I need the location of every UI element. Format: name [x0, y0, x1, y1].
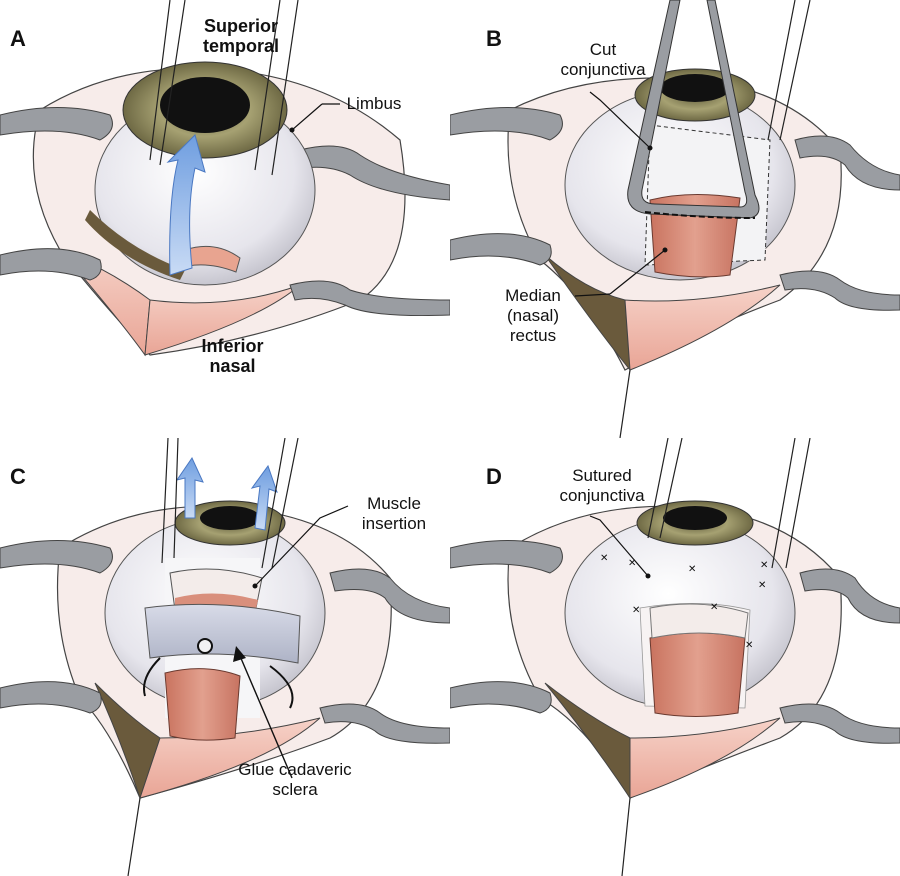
- panel-d-illustration: ✕ ✕ ✕ ✕ ✕ ✕ ✕ ✕: [450, 438, 900, 876]
- svg-text:✕: ✕: [760, 560, 768, 571]
- rotation-arrow: [166, 134, 206, 276]
- suture-knots: ✕ ✕ ✕ ✕ ✕ ✕ ✕ ✕: [600, 553, 768, 651]
- svg-text:✕: ✕: [628, 558, 636, 569]
- label-median-nasal-rectus: Median (nasal) rectus: [505, 286, 561, 345]
- svg-text:✕: ✕: [688, 564, 696, 575]
- svg-text:✕: ✕: [758, 580, 766, 591]
- panel-letter: C: [10, 464, 26, 489]
- pull-arrow-left: [175, 456, 204, 519]
- retractor-right-lower: [289, 280, 450, 317]
- panel-a: A Superior temporal Limbus Inferior nasa…: [0, 0, 450, 438]
- pull-arrow-right: [250, 464, 278, 531]
- forceps: [627, 0, 760, 219]
- label-cut-conjunctiva: Cut conjunctiva: [560, 40, 646, 79]
- svg-text:✕: ✕: [632, 605, 640, 616]
- label-muscle-insertion: Muscle insertion: [361, 494, 427, 533]
- svg-text:✕: ✕: [710, 602, 718, 613]
- panel-c: C Muscle insertion Glue cadaveric sclera: [0, 438, 450, 876]
- svg-text:✕: ✕: [745, 640, 753, 651]
- label-limbus: Limbus: [346, 94, 402, 113]
- panel-letter: B: [486, 26, 502, 51]
- panel-letter: A: [10, 26, 26, 51]
- panel-c-illustration: [0, 438, 450, 876]
- pupil: [160, 77, 250, 133]
- retractor-right-upper: [299, 145, 450, 201]
- panel-b-illustration: [450, 0, 900, 438]
- label-inferior-nasal: Inferior nasal: [201, 336, 264, 376]
- retractor-left-lower: [0, 248, 102, 281]
- svg-text:✕: ✕: [600, 553, 608, 564]
- panel-b: B Cut conjunctiva Median (nasal) rectus: [450, 0, 900, 438]
- panel-letter: D: [486, 464, 502, 489]
- label-sutured-conjunctiva: Sutured conjunctiva: [559, 466, 645, 505]
- panel-d: ✕ ✕ ✕ ✕ ✕ ✕ ✕ ✕ D Sutured conjunctiva: [450, 438, 900, 876]
- cadaveric-sclera-patch: [144, 603, 301, 664]
- panel-a-illustration: [0, 0, 450, 357]
- retractor-left-upper: [0, 107, 113, 141]
- label-superior-temporal: Superior temporal: [202, 16, 280, 56]
- label-glue-cadaveric-sclera: Glue cadaveric sclera: [238, 760, 352, 799]
